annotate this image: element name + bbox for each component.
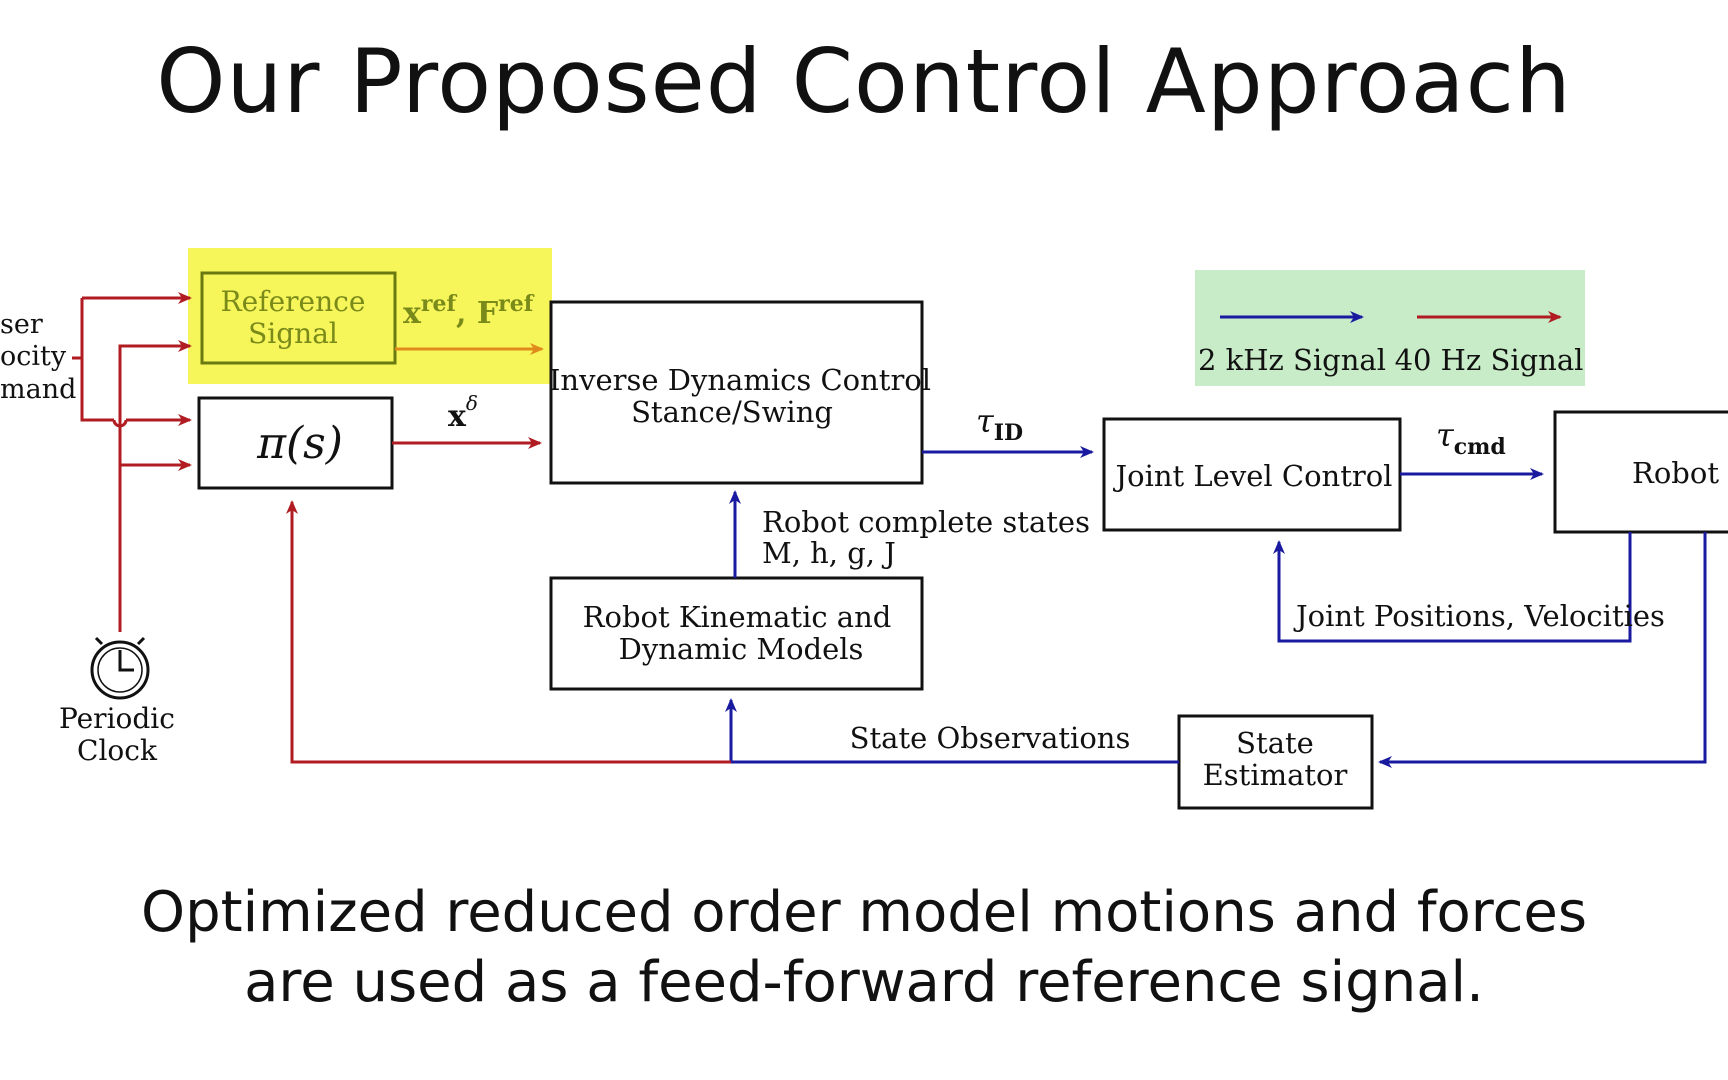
- slide-title: Our Proposed Control Approach: [156, 30, 1572, 133]
- clock-label-1: Periodic: [59, 702, 175, 735]
- policy-block: [197, 396, 394, 490]
- policy-label: π(s): [256, 418, 343, 469]
- kinematic-models-label-1: Robot Kinematic and: [583, 600, 892, 634]
- caption-line-2: are used as a feed-forward reference sig…: [244, 950, 1484, 1015]
- kinematic-models-label-2: Dynamic Models: [619, 632, 864, 666]
- joint-level-control-label: Joint Level Control: [1113, 459, 1393, 493]
- slide-caption: Optimized reduced order model motions an…: [0, 878, 1728, 1018]
- legend-slow-label: 40 Hz Signal: [1395, 343, 1584, 377]
- obs-to-policy-arrow: [286, 500, 731, 764]
- robot-block: [1553, 410, 1728, 534]
- inverse-dynamics-block: [549, 300, 924, 485]
- state-observations-label: State Observations: [850, 721, 1131, 755]
- kinematic-models-block: [549, 576, 924, 691]
- caption-line-1: Optimized reduced order model motions an…: [140, 880, 1588, 945]
- legend-box: [1195, 270, 1585, 386]
- inverse-dynamics-label-2: Stance/Swing: [631, 395, 833, 429]
- tau-cmd-label: τcmd: [1436, 416, 1506, 460]
- state-estimator-block: [1177, 714, 1374, 810]
- tau-id-label: τID: [976, 402, 1023, 446]
- state-estimator-label-2: Estimator: [1203, 758, 1348, 792]
- reference-label-1: Reference: [221, 285, 366, 318]
- ref-signal-label: xref, Fref: [403, 291, 535, 331]
- robot-label: Robot: [1632, 456, 1719, 490]
- inverse-dynamics-label-1: Inverse Dynamics Control: [549, 363, 931, 397]
- x-delta-label: xδ: [448, 391, 478, 434]
- state-estimator-label-1: State: [1236, 726, 1314, 760]
- user-cmd-bus: [72, 292, 192, 428]
- clock-icon: [90, 636, 150, 700]
- joint-feedback-arrow: [1273, 532, 1632, 643]
- joint-feedback-label: Joint Positions, Velocities: [1293, 599, 1665, 633]
- joint-level-control-block: [1102, 417, 1402, 532]
- user-cmd-label-1: ser: [0, 309, 43, 340]
- robot-to-estimator-arrow: [1378, 532, 1707, 768]
- clock-bus: [118, 340, 192, 632]
- user-cmd-label-3: mand: [0, 374, 76, 405]
- legend-fast-label: 2 kHz Signal: [1198, 343, 1386, 377]
- complete-states-label-2: M, h, g, J: [762, 536, 896, 570]
- user-cmd-label-2: ocity: [0, 341, 67, 372]
- reference-highlight: [188, 248, 552, 384]
- reference-label-2: Signal: [248, 317, 338, 350]
- reference-signal-block: [200, 271, 397, 365]
- complete-states-label-1: Robot complete states: [762, 505, 1090, 539]
- clock-label-2: Clock: [77, 734, 158, 767]
